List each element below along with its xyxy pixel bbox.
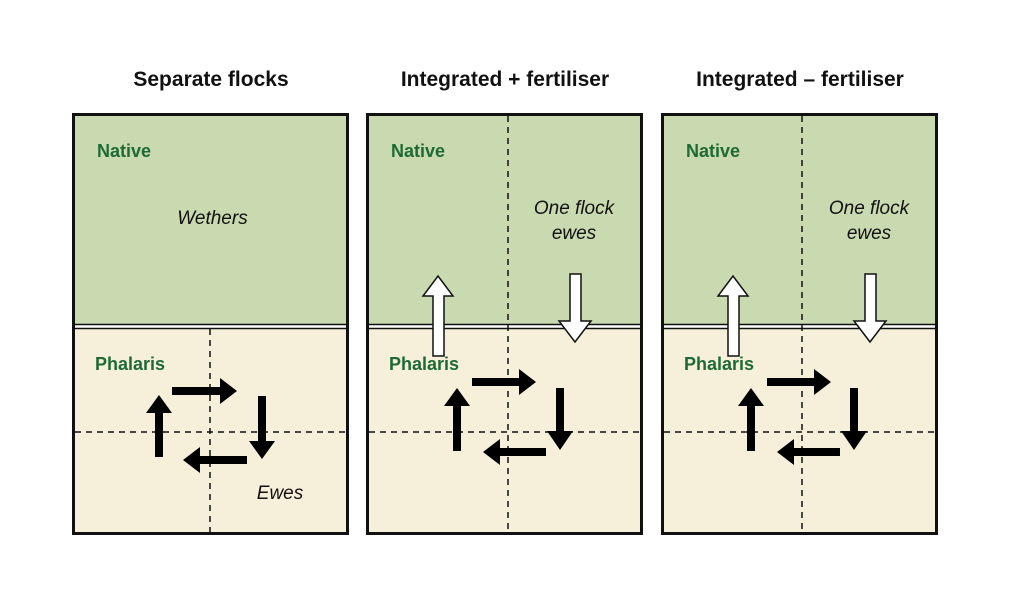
arrow-down: [547, 388, 573, 450]
native-paddock: [75, 116, 346, 324]
panel-title-integrated-minus-fertiliser: Integrated – fertiliser: [696, 68, 904, 91]
one-flock-label: One flock ewes: [509, 196, 639, 246]
arrow-left: [183, 447, 247, 473]
native-label: Native: [97, 141, 152, 161]
panel-integrated-minus-fertiliser: Native One flock ewes Phalaris: [661, 113, 938, 535]
phalaris-label: Phalaris: [389, 354, 460, 374]
arrow-down: [841, 388, 867, 450]
arrow-up: [444, 388, 470, 451]
rotation-arrows: [738, 369, 867, 465]
phalaris-paddock: [664, 329, 935, 532]
panel-title-separate-flocks: Separate flocks: [133, 68, 289, 91]
one-flock-line2: ewes: [846, 223, 892, 244]
one-flock-line1: One flock: [828, 198, 910, 219]
arrow-up: [146, 395, 172, 457]
arrow-left: [777, 439, 840, 465]
ewes-label: Ewes: [256, 483, 304, 504]
arrow-up: [738, 388, 764, 451]
rotation-arrows: [146, 378, 275, 473]
panel-title-integrated-plus-fertiliser: Integrated + fertiliser: [400, 68, 610, 91]
arrow-to-phalaris: [557, 273, 593, 344]
one-flock-line1: One flock: [533, 198, 615, 219]
panel-integrated-plus-fertiliser: Native One flock ewes Phalaris: [366, 113, 643, 535]
phalaris-paddock: [369, 329, 640, 532]
one-flock-line2: ewes: [551, 223, 597, 244]
arrow-right: [172, 378, 237, 404]
native-paddock: [369, 116, 640, 324]
native-label: Native: [686, 141, 741, 161]
arrow-to-phalaris: [852, 273, 888, 344]
one-flock-label: One flock ewes: [804, 196, 934, 246]
panel-graphic: [664, 116, 935, 532]
transfer-arrows: [716, 273, 888, 357]
arrow-to-native: [421, 274, 455, 357]
native-paddock: [664, 116, 935, 324]
arrow-down: [249, 396, 275, 459]
arrow-right: [767, 369, 831, 395]
rotation-arrows: [444, 369, 573, 465]
wethers-label: Wethers: [177, 208, 248, 229]
panel-graphic: [75, 116, 346, 532]
arrow-right: [472, 369, 536, 395]
transfer-arrows: [421, 273, 593, 357]
panel-separate-flocks: Native Wethers Phalaris Ewes: [72, 113, 349, 535]
phalaris-label: Phalaris: [684, 354, 755, 374]
panel-graphic: [369, 116, 640, 532]
phalaris-label: Phalaris: [95, 354, 166, 374]
arrow-to-native: [716, 274, 750, 357]
arrow-left: [483, 439, 546, 465]
native-label: Native: [391, 141, 446, 161]
